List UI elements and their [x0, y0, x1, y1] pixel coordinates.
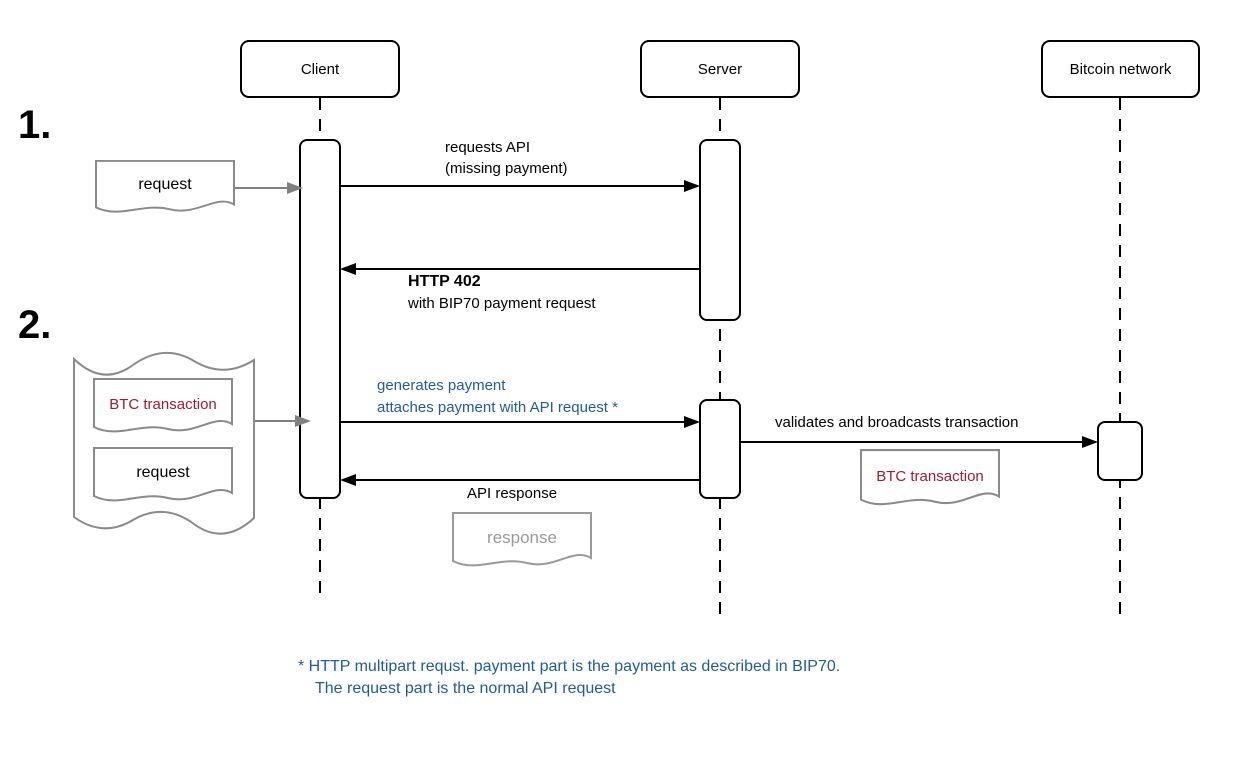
step-number-2: 2. — [18, 303, 52, 347]
document-label-btc-transaction-broadcast: BTC transaction — [876, 467, 984, 485]
document-label-request-bundle: request — [136, 464, 190, 481]
message-arrow-attaches-payment — [340, 416, 700, 428]
actor-box-client: Client — [240, 40, 400, 98]
activation-client — [299, 139, 341, 499]
footnote-line-2: The request part is the normal API reque… — [315, 680, 616, 697]
message-arrow-api-response — [340, 474, 700, 486]
document-response — [452, 512, 592, 567]
actor-box-bitcoin-network: Bitcoin network — [1041, 40, 1200, 98]
activation-bitcoin-network — [1097, 421, 1143, 481]
actor-box-server: Server — [640, 40, 800, 98]
activation-server-1 — [699, 139, 741, 321]
input-arrow-request-document — [235, 182, 303, 194]
step-number-1: 1. — [18, 103, 52, 147]
document-request-bundle — [93, 447, 233, 502]
document-btc-transaction-broadcast — [860, 449, 1000, 506]
document-request-top — [95, 160, 235, 213]
document-label-response: response — [487, 528, 557, 547]
message-label-requests-api: requests API (missing payment) — [445, 139, 568, 177]
message-label-api-response: API response — [467, 485, 558, 502]
message-label-validates-broadcasts: validates and broadcasts transaction — [775, 414, 1019, 431]
actor-label-server: Server — [697, 60, 743, 78]
footnote: * HTTP multipart requst. payment part is… — [298, 656, 840, 700]
actor-label-client: Client — [300, 60, 340, 78]
footnote-line-1: * HTTP multipart requst. payment part is… — [298, 658, 841, 675]
message-arrow-http-402 — [340, 263, 700, 275]
message-label-http-402: HTTP 402 with BIP70 payment request — [408, 273, 596, 312]
message-label-generates-payment: generates payment attaches payment with … — [377, 377, 618, 416]
message-arrow-requests-api — [340, 180, 700, 192]
activation-server-2 — [699, 399, 741, 499]
document-btc-transaction-bundle — [93, 378, 233, 433]
input-arrow-payment-bundle — [255, 415, 311, 427]
document-label-btc-transaction-bundle: BTC transaction — [109, 395, 217, 413]
actor-label-bitcoin-network: Bitcoin network — [1069, 60, 1172, 78]
document-label-request-top: request — [138, 176, 192, 193]
message-arrow-validates-broadcasts — [740, 436, 1098, 448]
